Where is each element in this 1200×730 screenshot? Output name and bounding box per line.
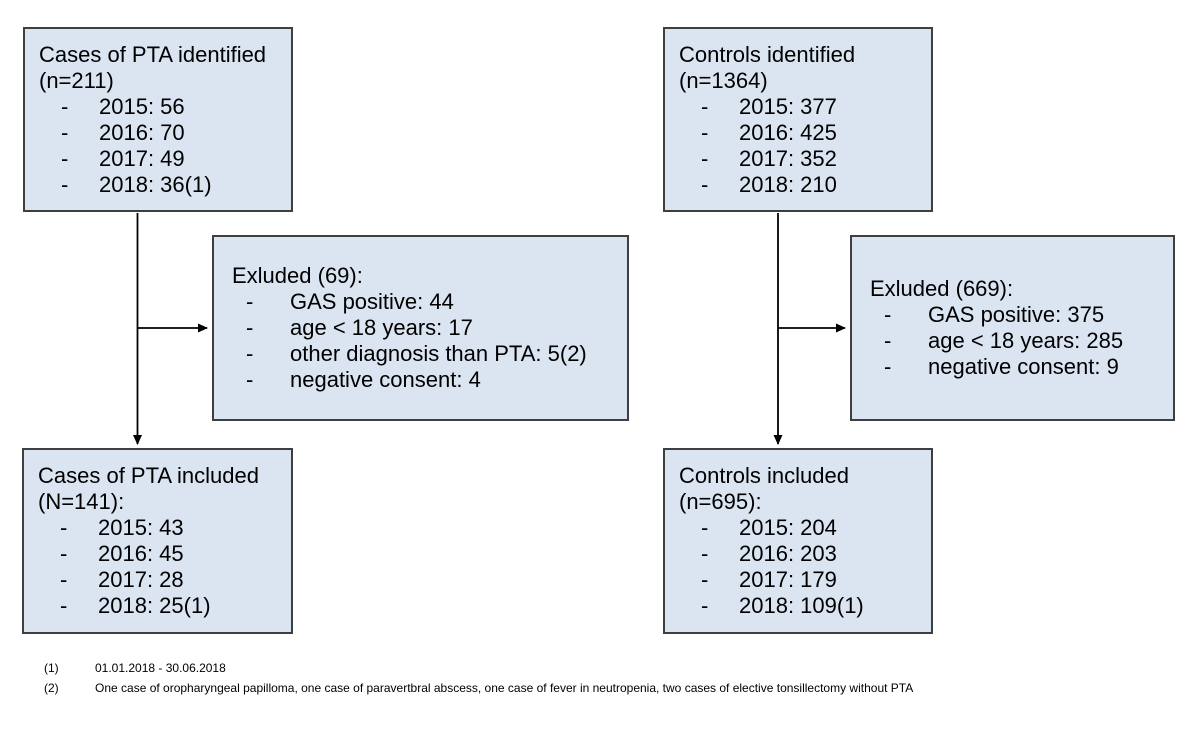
list-dash: - <box>701 93 709 119</box>
list-item-text: negative consent: 9 <box>928 354 1119 379</box>
list-item: - 2015: 43 <box>38 515 283 541</box>
box-title: Cases of PTA included <box>38 463 259 488</box>
list-dash: - <box>61 93 69 119</box>
box-cases-excluded: Exluded (69): - GAS positive: 44 - age < 1… <box>212 235 629 421</box>
list-item: - 2017: 28 <box>38 567 283 593</box>
footnote-label: (1) <box>44 661 59 675</box>
box-subtitle: (n=695): <box>679 489 762 514</box>
year-count-list: - 2015: 377 - 2016: 425 - 2017: 352 - 2018: … <box>679 94 923 198</box>
list-dash: - <box>884 328 892 353</box>
list-dash: - <box>60 567 68 592</box>
box-title: Cases of PTA identified <box>39 41 267 67</box>
list-item-text: 2015: 377 <box>739 93 837 119</box>
list-item: - age < 18 years: 285 <box>870 328 1165 354</box>
list-item-text: negative consent: 4 <box>290 367 481 392</box>
list-dash: - <box>701 119 709 145</box>
footnote-text: 01.01.2018 - 30.06.2018 <box>95 661 226 675</box>
year-count-list: - 2015: 56 - 2016: 70 - 2017: 49 - 2018: 36(… <box>39 94 283 198</box>
list-dash: - <box>61 145 69 171</box>
list-item-text: 2018: 36(1) <box>99 171 212 197</box>
list-item-text: age < 18 years: 17 <box>290 315 473 340</box>
footnote-text: One case of oropharyngeal papilloma, one… <box>95 681 914 695</box>
list-dash: - <box>246 341 254 366</box>
list-dash: - <box>884 354 892 379</box>
box-subtitle: (N=141): <box>38 489 125 514</box>
footnote-label: (2) <box>44 681 59 695</box>
list-item: - age < 18 years: 17 <box>232 315 619 341</box>
list-item-text: 2018: 25(1) <box>98 593 211 618</box>
list-item-text: 2017: 49 <box>99 145 185 171</box>
list-dash: - <box>884 302 892 327</box>
exclusion-list: -GAS positive: 375 -age < 18 years: 285 … <box>870 302 1165 380</box>
list-item-text: 2016: 425 <box>739 119 837 145</box>
list-item: - 2018: 109(1) <box>679 593 923 619</box>
list-dash: - <box>60 593 68 618</box>
list-item: - GAS positive: 44 <box>232 289 619 315</box>
list-dash: - <box>60 541 68 566</box>
list-item: - 2015: 204 <box>679 515 923 541</box>
list-item-text: 2017: 28 <box>98 567 184 592</box>
list-dash: - <box>246 315 254 340</box>
box-subtitle: (n=1364) <box>679 67 768 93</box>
list-item-text: 2017: 179 <box>739 567 837 592</box>
list-item: - negative consent: 4 <box>232 367 619 393</box>
list-dash: - <box>246 367 254 392</box>
year-count-list: - 2015: 204 - 2016: 203 - 2017: 179 - 2018: … <box>679 515 923 619</box>
list-dash: - <box>701 593 709 618</box>
box-subtitle: (n=211) <box>39 67 114 93</box>
box-cases-included: Cases of PTA included (N=141): - 2015: 43… <box>22 448 293 634</box>
list-item: - 2015: 377 <box>679 94 923 120</box>
list-item: - 2018: 210 <box>679 172 923 198</box>
list-item: - 2017: 179 <box>679 567 923 593</box>
list-dash: - <box>246 289 254 314</box>
list-item: - 2016: 203 <box>679 541 923 567</box>
list-dash: - <box>701 145 709 171</box>
list-item-text: 2015: 56 <box>99 93 185 119</box>
footnote-1: (1) 01.01.2018 - 30.06.2018 <box>44 658 913 678</box>
list-item-text: 2018: 109(1) <box>739 593 864 618</box>
list-dash: - <box>61 119 69 145</box>
list-item: - 2015: 56 <box>39 94 283 120</box>
list-dash: - <box>61 171 69 197</box>
box-cases-identified: Cases of PTA identified (n=211) - 2015: 5… <box>23 27 293 212</box>
list-item-text: 2015: 204 <box>739 515 837 540</box>
list-item: - 2016: 425 <box>679 120 923 146</box>
list-item: - 2018: 36(1) <box>39 172 283 198</box>
footnote-2: (2) One case of oropharyngeal papilloma,… <box>44 678 913 698</box>
list-item: - other diagnosis than PTA: 5(2) <box>232 341 619 367</box>
box-title: Exluded (669): <box>870 276 1014 301</box>
box-controls-excluded: Exluded (669): - GAS positive: 375 - age <… <box>850 235 1175 421</box>
list-dash: - <box>701 567 709 592</box>
list-item: - 2016: 45 <box>38 541 283 567</box>
year-count-list: - 2015: 43 - 2016: 45 - 2017: 28 - 2018: 25(… <box>38 515 283 619</box>
box-title: Controls included <box>679 463 849 488</box>
list-item-text: 2016: 45 <box>98 541 184 566</box>
list-item: - GAS positive: 375 <box>870 302 1165 328</box>
footnotes: (1) 01.01.2018 - 30.06.2018 (2) One case… <box>44 658 913 698</box>
box-title: Controls identified <box>679 41 856 67</box>
list-item: - 2016: 70 <box>39 120 283 146</box>
list-item-text: 2015: 43 <box>98 515 184 540</box>
list-item-text: 2017: 352 <box>739 145 837 171</box>
list-dash: - <box>701 541 709 566</box>
list-item: - negative consent: 9 <box>870 354 1165 380</box>
list-dash: - <box>60 515 68 540</box>
list-dash: - <box>701 171 709 197</box>
list-item-text: GAS positive: 375 <box>928 302 1105 327</box>
list-item-text: 2018: 210 <box>739 171 837 197</box>
box-title: Exluded (69): <box>232 263 363 288</box>
box-controls-identified: Controls identified (n=1364) - 2015: 377 … <box>663 27 933 212</box>
list-item: - 2017: 49 <box>39 146 283 172</box>
list-item-text: other diagnosis than PTA: 5(2) <box>290 341 587 366</box>
box-controls-included: Controls included (n=695): - 2015: 204 - 2… <box>663 448 933 634</box>
list-item: - 2018: 25(1) <box>38 593 283 619</box>
list-item: - 2017: 352 <box>679 146 923 172</box>
list-item-text: age < 18 years: 285 <box>928 328 1124 353</box>
exclusion-list: - GAS positive: 44 - age < 18 years: 17 - o… <box>232 289 619 393</box>
list-item-text: 2016: 203 <box>739 541 837 566</box>
list-item-text: 2016: 70 <box>99 119 185 145</box>
list-item-text: GAS positive: 44 <box>290 289 454 314</box>
list-dash: - <box>701 515 709 540</box>
